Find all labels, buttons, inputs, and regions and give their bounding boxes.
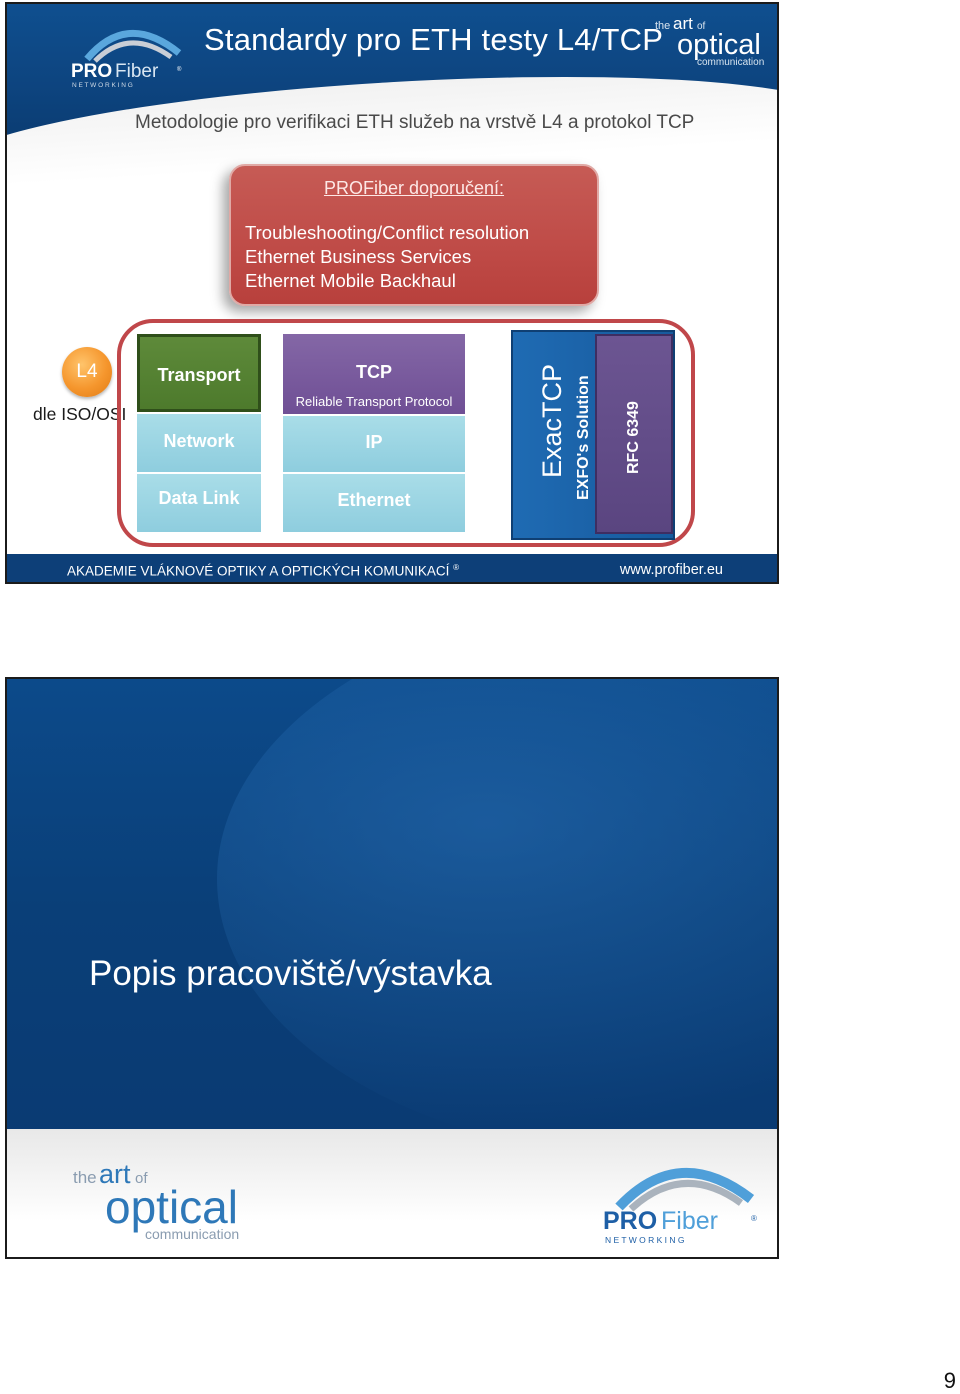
- slide-2: Popis pracoviště/výstavka the art of opt…: [5, 677, 779, 1259]
- profiber-logo: PRO Fiber ® N E T W O R K I N G: [603, 1167, 757, 1245]
- logo-pro-bold: PRO: [603, 1207, 657, 1235]
- protocol-ethernet: Ethernet: [283, 474, 465, 532]
- rfc-label: RFC 6349: [625, 401, 642, 474]
- logo-pro-tagline: N E T W O R K I N G: [605, 1235, 685, 1245]
- logo-art-of: of: [135, 1170, 148, 1187]
- highlight-outline: [117, 319, 695, 547]
- osi-layer-transport: Transport: [137, 334, 261, 412]
- slide-footer: AKADEMIE VLÁKNOVÉ OPTIKY A OPTICKÝCH KOM…: [7, 554, 777, 582]
- logo-pro-reg: ®: [177, 66, 182, 73]
- logo-art-art: art: [99, 1159, 131, 1189]
- osi-layer-network: Network: [137, 414, 261, 472]
- recommendation-heading: PROFiber doporučení:: [323, 178, 505, 198]
- slide-title: Standardy pro ETH testy L4/TCP: [204, 22, 664, 57]
- logo-art-communication: communication: [145, 1226, 239, 1242]
- slide-1: PRO Fiber ® N E T W O R K I N G Standard…: [5, 2, 779, 584]
- protocol-ip: IP: [283, 416, 465, 472]
- logo-art-art: art: [673, 14, 693, 33]
- recommendation-item: Ethernet Business Services: [245, 246, 472, 267]
- osi-layer-data-link: Data Link: [137, 474, 261, 532]
- logo-pro-light: Fiber: [115, 61, 159, 82]
- profiber-logo: PRO Fiber ® N E T W O R K I N G: [71, 29, 182, 89]
- logo-art-communication: communication: [697, 57, 764, 68]
- protocol-tcp: TCP Reliable Transport Protocol: [283, 334, 465, 414]
- exactcp-product-label: ExacTCP: [537, 363, 567, 478]
- rfc-block: RFC 6349: [595, 334, 673, 534]
- footer-academy-text: AKADEMIE VLÁKNOVÉ OPTIKY A OPTICKÝCH KOM…: [67, 563, 459, 579]
- recommendation-box: PROFiber doporučení: Troubleshooting/Con…: [229, 164, 599, 306]
- layer-badge: L4: [62, 347, 112, 397]
- protocol-tcp-subtitle: Reliable Transport Protocol: [295, 394, 453, 409]
- protocol-tcp-label: TCP: [356, 362, 392, 382]
- iso-osi-label: dle ISO/OSI: [33, 404, 127, 424]
- logo-pro-bold: PRO: [71, 61, 112, 82]
- section-title: Popis pracoviště/výstavka: [89, 954, 492, 993]
- logo-pro-light: Fiber: [661, 1207, 718, 1235]
- logo-pro-tagline: N E T W O R K I N G: [72, 82, 133, 89]
- footer-registered-mark: ®: [453, 563, 460, 572]
- recommendation-item: Ethernet Mobile Backhaul: [245, 270, 456, 291]
- background-wave: [217, 679, 777, 1159]
- exfo-solution-label: EXFO's Solution: [575, 375, 592, 500]
- logo-art-optical: optical: [105, 1181, 238, 1233]
- logo-art-the: the: [655, 20, 670, 32]
- recommendation-item: Troubleshooting/Conflict resolution: [245, 222, 530, 243]
- footer-website[interactable]: www.profiber.eu: [619, 562, 723, 578]
- art-of-optical-logo: the art of optical communication: [73, 1159, 239, 1242]
- logo-pro-reg: ®: [751, 1214, 757, 1223]
- logo-art-of: of: [697, 21, 706, 32]
- logo-art-optical: optical: [677, 29, 761, 61]
- slide-subtitle: Metodologie pro verifikaci ETH služeb na…: [135, 112, 695, 133]
- page-number: 9: [943, 1368, 956, 1393]
- art-of-optical-logo: the art of optical communication: [655, 14, 764, 68]
- footer-academy-label: AKADEMIE VLÁKNOVÉ OPTIKY A OPTICKÝCH KOM…: [67, 563, 450, 579]
- logo-art-the: the: [73, 1168, 97, 1187]
